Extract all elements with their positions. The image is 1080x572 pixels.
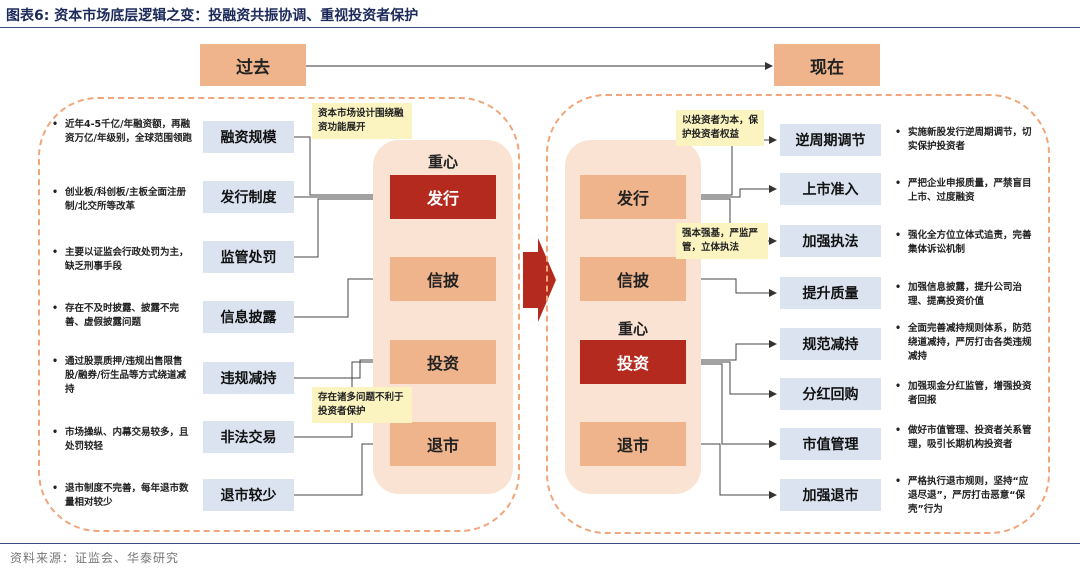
past-note: •市场操纵、内幕交易较多，且处罚较轻 bbox=[52, 427, 189, 452]
past-label-penalty: 监管处罚 bbox=[203, 241, 294, 273]
now-item-investment: 投资 bbox=[580, 340, 686, 384]
now-note: •强化全方位立体式追责，完善集体诉讼机制 bbox=[895, 230, 1032, 255]
now-label-quality: 提升质量 bbox=[780, 277, 881, 309]
now-label-strengthen-delisting: 加强退市 bbox=[780, 479, 881, 511]
past-item-delisting: 退市 bbox=[390, 422, 496, 466]
past-core-label: 重心 bbox=[427, 153, 458, 171]
now-item-disclosure: 信披 bbox=[580, 257, 686, 301]
now-label-dividend-buyback: 分红回购 bbox=[780, 378, 881, 410]
past-item-issue: 发行 bbox=[390, 175, 496, 219]
past-note: •退市制度不完善，每年退市数量相对较少 bbox=[52, 483, 189, 508]
now-note: •做好市值管理、投资者关系管理，吸引长期机构投资者 bbox=[895, 425, 1032, 450]
conn-issue-penalty bbox=[294, 198, 390, 258]
past-item-investment: 投资 bbox=[390, 340, 496, 384]
now-panel bbox=[546, 94, 1050, 534]
now-item-issue: 发行 bbox=[580, 175, 686, 219]
past-label-disclosure: 信息披露 bbox=[203, 301, 294, 333]
conn-issue-scale bbox=[294, 136, 390, 196]
past-note: •存在不及时披露、披露不完善、虚假披露问题 bbox=[52, 303, 180, 328]
header-past: 过去 bbox=[200, 44, 306, 86]
bottom-rule bbox=[0, 543, 1080, 544]
past-note: •创业板/科创板/主板全面注册制/北交所等改革 bbox=[52, 187, 186, 212]
now-callout-investor: 以投资者为本，保护投资者权益 bbox=[676, 110, 764, 146]
past-label-issuance-system: 发行制度 bbox=[203, 181, 294, 213]
now-label-countercyclical: 逆周期调节 bbox=[780, 124, 881, 156]
now-item-delisting: 退市 bbox=[580, 422, 686, 466]
past-callout-financing: 资本市场设计围绕融资功能展开 bbox=[312, 103, 412, 139]
past-note: •主要以证监会行政处罚为主，缺乏刑事手段 bbox=[52, 247, 189, 272]
past-label-illegal-reduction: 违规减持 bbox=[203, 362, 294, 394]
now-note: •全面完善减持规则体系，防范绕道减持，严厉打击各类违规减持 bbox=[895, 323, 1032, 362]
now-label-market-value: 市值管理 bbox=[780, 428, 881, 460]
top-rule bbox=[0, 27, 1080, 28]
past-label-few-delistings: 退市较少 bbox=[203, 479, 294, 511]
past-panel bbox=[38, 97, 520, 532]
now-note: •严把企业申报质量，严禁盲目上市、过度融资 bbox=[895, 178, 1032, 203]
now-note: •实施新股发行逆周期调节，切实保护投资者 bbox=[895, 127, 1032, 152]
past-item-disclosure: 信披 bbox=[390, 257, 496, 301]
past-label-illegal-trading: 非法交易 bbox=[203, 421, 294, 453]
now-label-regulate-reduction: 规范减持 bbox=[780, 328, 881, 360]
now-callout-enforcement: 强本强基，严监严管，立体执法 bbox=[676, 223, 768, 259]
now-note: •严格执行退市规则，坚持“应退尽退”，严厉打击恶意“保壳”行为 bbox=[895, 476, 1029, 515]
past-note: •通过股票质押/违规出售限售股/融券/衍生品等方式绕道减持 bbox=[52, 356, 186, 395]
transition-arrow bbox=[523, 238, 556, 322]
figure-title: 图表6: 资本市场底层逻辑之变：投融资共振协调、重视投资者保护 bbox=[6, 8, 419, 24]
conn-disclosure bbox=[294, 278, 390, 318]
past-callout-problems: 存在诸多问题不利于投资者保护 bbox=[312, 387, 412, 423]
source-note: 资料来源：证监会、华泰研究 bbox=[10, 551, 180, 565]
now-core-label: 重心 bbox=[617, 320, 648, 338]
now-label-enforcement: 加强执法 bbox=[780, 225, 881, 257]
header-now: 现在 bbox=[774, 44, 880, 86]
now-note: •加强信息披露，提升公司治理、提高投资价值 bbox=[895, 282, 1023, 307]
now-note: •加强现金分红监管，增强投资者回报 bbox=[895, 381, 1032, 406]
past-label-financing-scale: 融资规模 bbox=[203, 121, 294, 153]
now-label-listing-access: 上市准入 bbox=[780, 173, 881, 205]
past-note: •近年4-5千亿/年融资额，再融资万亿/年级别，全球范围领跑 bbox=[52, 119, 192, 144]
